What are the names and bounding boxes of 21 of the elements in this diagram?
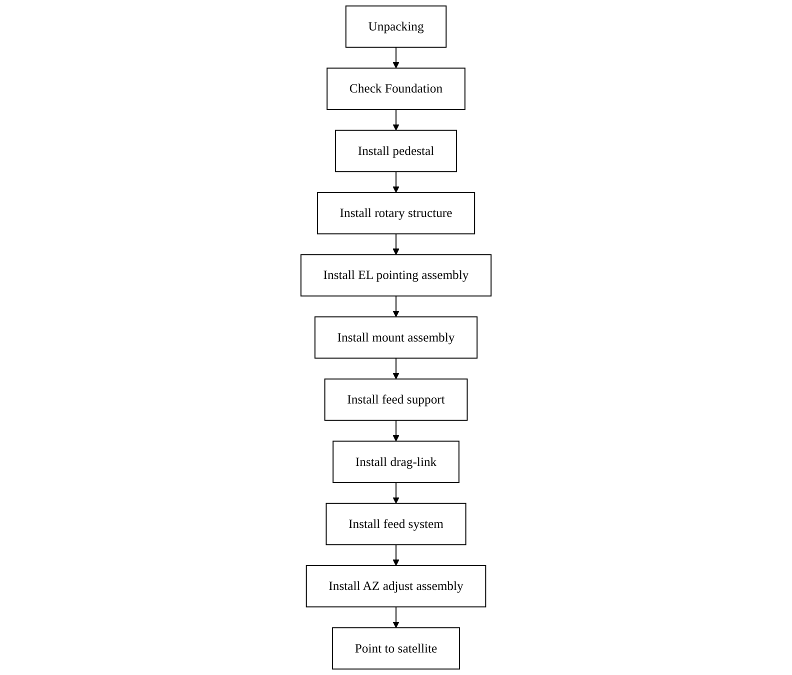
arrow: [392, 233, 400, 255]
node-box: Install mount assembly: [314, 316, 478, 359]
node-box: Unpacking: [345, 5, 447, 48]
arrow: [392, 544, 400, 566]
node-box: Install pedestal: [335, 130, 457, 172]
arrow: [392, 420, 400, 442]
node-box: Install feed support: [324, 378, 468, 421]
arrow: [392, 358, 400, 380]
arrow: [392, 171, 400, 193]
node-box: Install rotary structure: [316, 192, 476, 234]
node-box: Install drag-link: [332, 440, 460, 483]
arrow: [392, 108, 400, 131]
arrow: [392, 482, 400, 504]
arrow: [392, 46, 400, 68]
node-box: Install EL pointing assembly: [300, 254, 492, 296]
node-box: Install AZ adjust assembly: [306, 565, 486, 608]
arrow: [392, 606, 400, 628]
arrow: [392, 296, 400, 318]
node-box: Point to satellite: [332, 627, 460, 670]
node-box: Install feed system: [326, 502, 466, 546]
node-box: Check Foundation: [326, 68, 466, 110]
